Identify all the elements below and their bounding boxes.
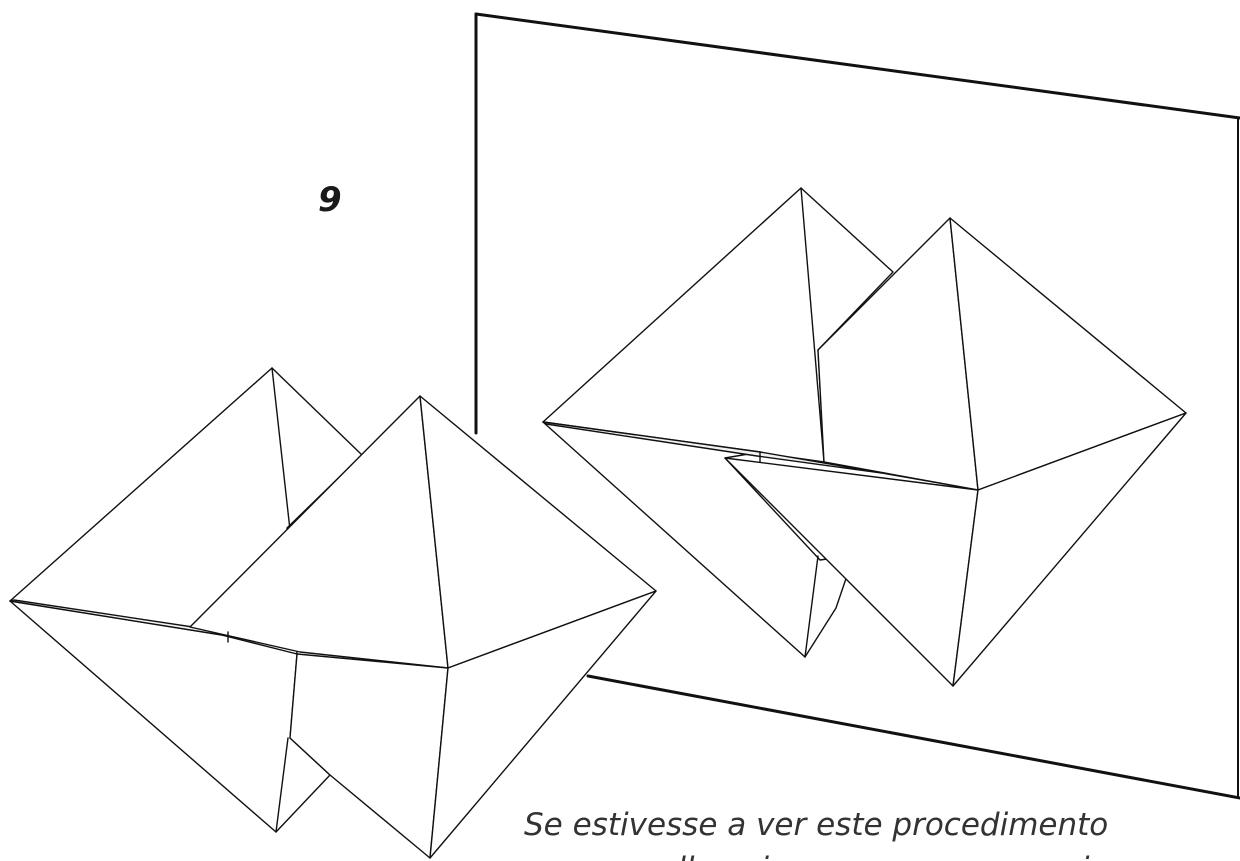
step-number: 9 — [318, 180, 342, 220]
caption-line-1: Se estivesse a ver este procedimento — [524, 807, 1109, 843]
caption-line-2: num espelho, siga seus passos e veja — [524, 847, 1240, 861]
reflected-origami-model — [542, 187, 1187, 687]
caption-text: Se estivesse a ver este procedimento num… — [524, 803, 1240, 861]
front-origami-model — [9, 367, 657, 859]
